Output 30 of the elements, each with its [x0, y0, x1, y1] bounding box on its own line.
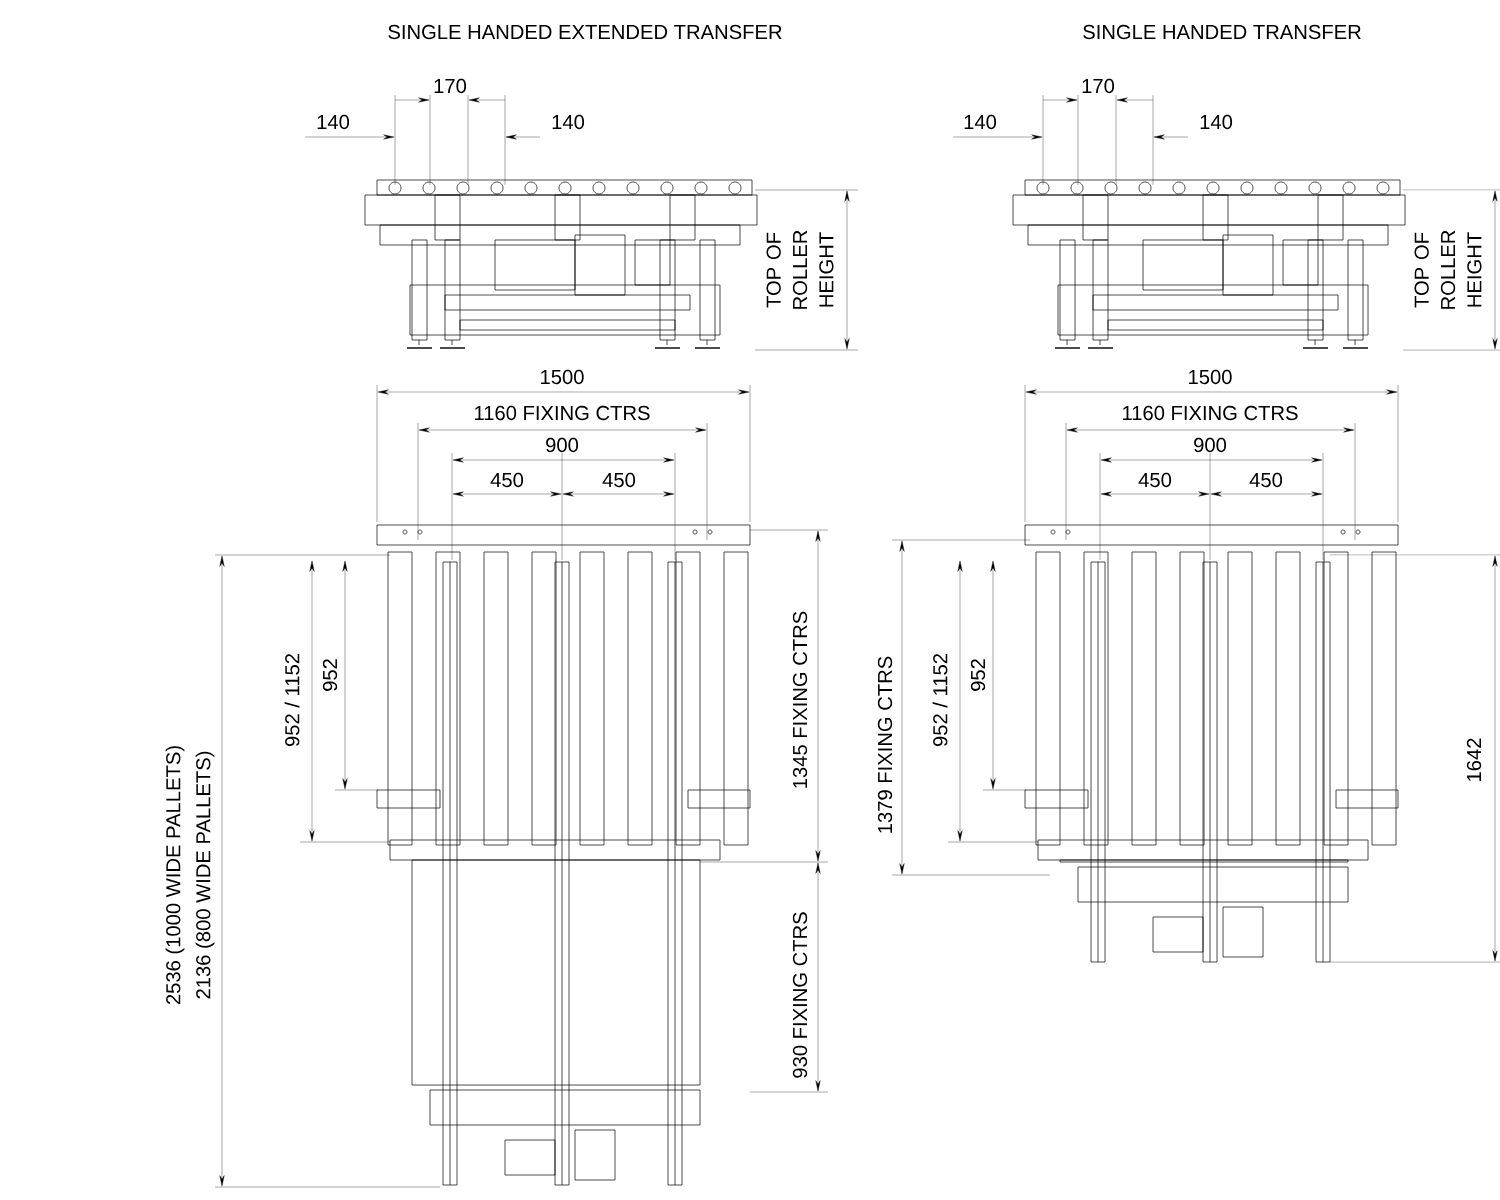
dimension-label: 2536 (1000 WIDE PALLETS) — [165, 746, 185, 1005]
dimension-label: 952 — [322, 659, 338, 691]
dimension-label: 952 — [970, 659, 986, 691]
dimension-label: 952 / 1152 — [284, 654, 300, 747]
dimension-label: 450 — [490, 472, 524, 488]
dimension-label: 450 — [602, 472, 636, 488]
dimension-label: 450 — [1138, 472, 1172, 488]
dimension-label: 170 — [434, 78, 467, 94]
dimension-label: 1345 FIXING CTRS — [792, 611, 808, 788]
dimension-label: 1500 — [1189, 369, 1232, 385]
dimension-label: 1642 — [1466, 738, 1482, 781]
dimension-label: TOP OF ROLLER HEIGHT — [1414, 230, 1482, 309]
dimension-label: 140 — [317, 114, 350, 130]
dimension-label: 140 — [552, 114, 585, 130]
dimension-label: TOP OF ROLLER HEIGHT — [766, 230, 834, 309]
dimension-label: 1500 — [541, 369, 584, 385]
dimension-label: 2136 (800 WIDE PALLETS) — [195, 751, 215, 999]
dimension-label: 140 — [1200, 114, 1233, 130]
dimension-label: 170 — [1082, 78, 1115, 94]
dimension-label: 930 FIXING CTRS — [792, 912, 808, 1078]
dimension-label: 1160 FIXING CTRS — [475, 405, 650, 421]
view-title: SINGLE HANDED TRANSFER — [1083, 24, 1361, 40]
dimension-label: 1160 FIXING CTRS — [1123, 405, 1298, 421]
dimension-label: 900 — [1194, 437, 1227, 453]
dimension-label: 450 — [1249, 472, 1283, 488]
view-title: SINGLE HANDED EXTENDED TRANSFER — [388, 24, 782, 40]
dimension-label: 1379 FIXING CTRS — [877, 656, 893, 833]
dimension-label: 900 — [546, 437, 579, 453]
dimension-label: 140 — [964, 114, 997, 130]
dimension-label: 952 / 1152 — [932, 654, 948, 747]
